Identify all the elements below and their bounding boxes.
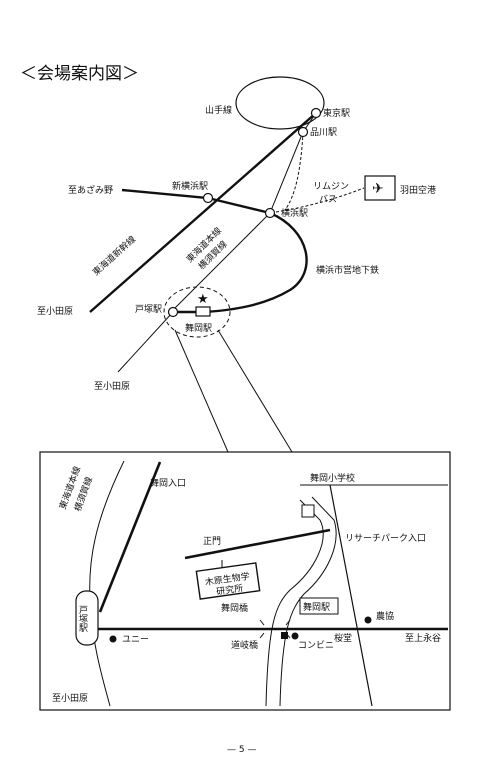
totsuka-station-box [75,590,99,646]
sakuradou-marker [281,632,288,639]
tokyo-label: 東京駅 [323,107,350,119]
road-maioka-entrance [98,461,162,613]
subway-line-b [279,496,337,707]
uny-label: ユニー [122,635,149,645]
detail-frame [39,451,451,711]
airport-label: 羽田空港 [400,184,436,196]
doukyo-bridge-label: 道岐橋 [231,639,258,651]
azamino-label: 至あざみ野 [68,184,113,196]
kami-nagaya-label: 至上永谷 [405,632,441,644]
callout-line-left [174,329,229,453]
detail-odawara-label: 至小田原 [52,693,88,704]
odawara-line [117,311,174,373]
totsuka-station-marker [167,306,179,318]
yokohama-station-marker [264,207,276,219]
limousine-label-1: リムジン [313,181,349,192]
subway-line-a [265,499,324,707]
detail-map [39,451,451,711]
overview-map [89,76,396,453]
maioka-entrance-label: 舞岡入口 [150,478,186,489]
research-park-label: リサーチパーク入口 [345,533,426,544]
shinyokohama-label: 新横浜駅 [172,180,208,192]
yamanote-label: 山手線 [205,104,232,116]
yokohama-label: 横浜駅 [281,207,308,219]
shinagawa-station-marker [297,126,309,138]
jr-line [89,460,125,707]
institute-box [195,562,261,600]
shinagawa-label: 品川駅 [310,127,337,138]
maioka-label: 舞岡駅 [185,323,212,334]
tokaido-line [172,112,317,311]
subway-label: 横浜市営地下鉄 [316,264,379,276]
noukyou-label: 農協 [376,610,394,622]
uny-marker [109,635,117,643]
conveni-marker [291,632,299,640]
conveni-label: コンビニ [298,640,334,651]
right-road [329,484,373,707]
star-icon: ★ [197,292,209,307]
maioka-bridge-label: 舞岡橋 [221,602,248,614]
odawara-shinkansen-label: 至小田原 [37,306,73,317]
maioka-station-marker [195,306,211,317]
bridge-marks [259,619,291,639]
focus-ellipse [163,286,231,338]
azamino-line [121,188,271,215]
institute-label-2: 研究所 [216,582,244,598]
tokaido-dash [284,131,304,211]
callout-line-right [217,329,293,453]
airplane-icon: ✈ [372,181,384,197]
maioka-station-box [299,597,339,615]
page-number: — 5 — [227,745,256,755]
shinkansen-label: 東海道新幹線 [90,233,138,278]
school-box [301,504,315,518]
shinkansen-line [89,112,317,313]
tokyo-station-marker [310,107,322,119]
subway-line [173,211,308,314]
detail-maioka-station-label: 舞岡駅 [303,602,330,613]
totsuka-label: 戸塚駅 [135,304,162,315]
shinyokohama-station-marker [202,192,214,204]
page-title: ＜会場案内図＞ [20,64,139,84]
detail-totsuka-label: 戸塚駅 [77,605,88,633]
seimon-label: 正門 [203,536,221,547]
sakuradou-label: 桜堂 [334,632,352,644]
noukyou-marker [364,616,372,624]
yamanote-loop [235,76,325,130]
maioka-school-label: 舞岡小学校 [310,472,355,484]
research-park-road [184,528,331,560]
airport-box [364,175,396,201]
limousine-label-2: バス [319,194,337,205]
limousine-route [275,187,365,213]
odawara-label: 至小田原 [94,381,130,392]
